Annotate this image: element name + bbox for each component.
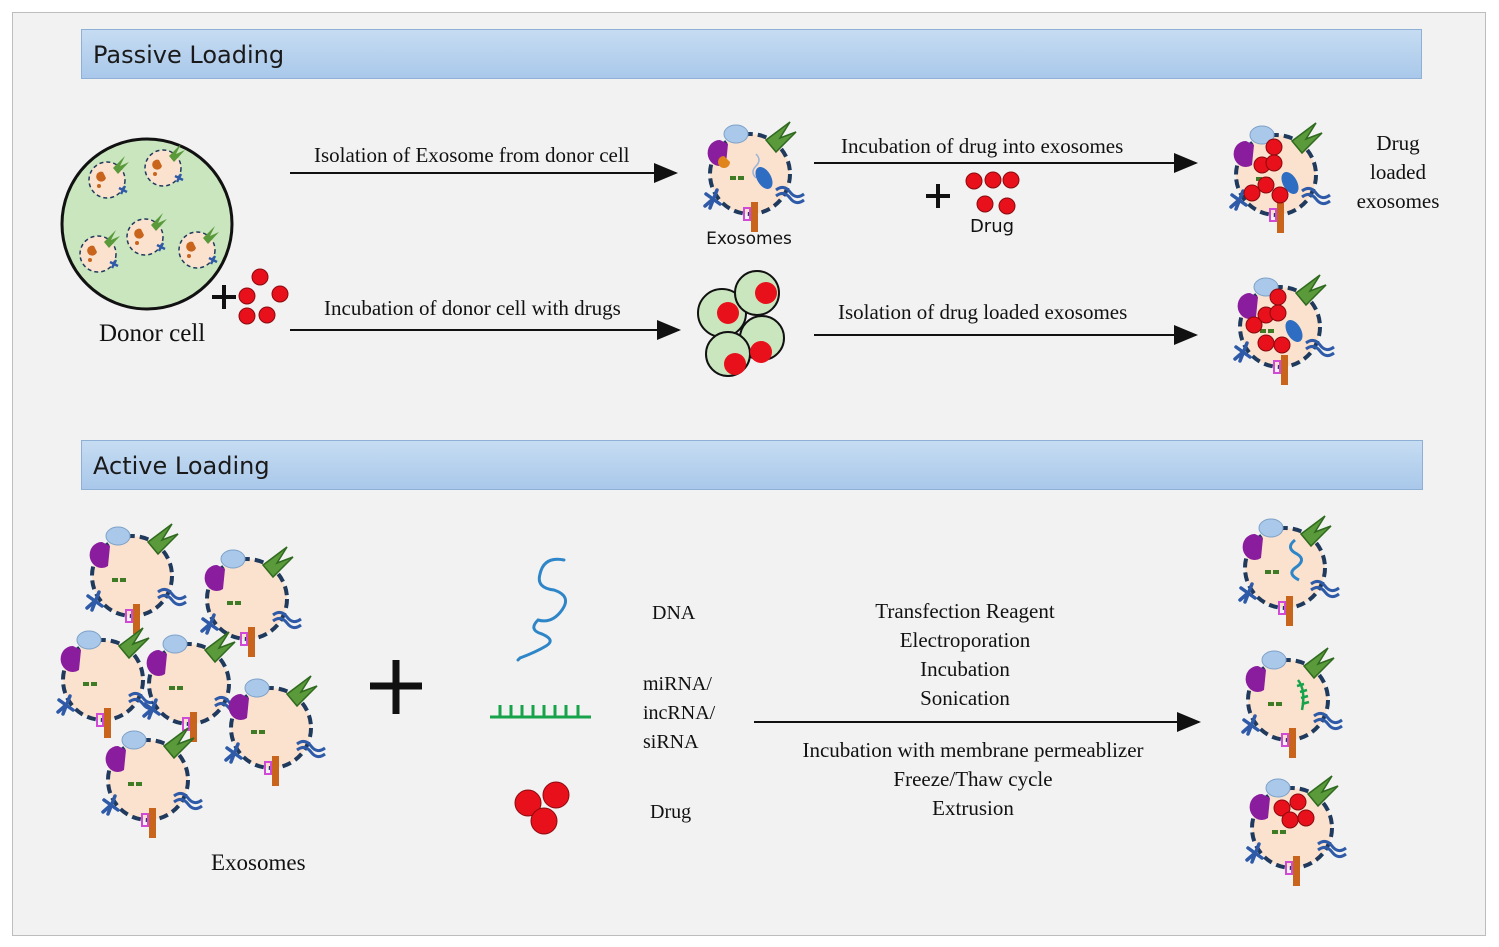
donor-cell-label: Donor cell — [99, 320, 206, 347]
result-label-line1: Drug — [1376, 131, 1420, 155]
rna-label-line2: incRNA/ — [643, 702, 716, 724]
step-incubation-donor-label: Incubation of donor cell with drugs — [324, 296, 621, 320]
exosome-drug-loaded-active — [1245, 774, 1348, 888]
drug-dots-passive — [965, 171, 1020, 215]
drug-icon — [514, 781, 570, 835]
exosome-rna-loaded — [1241, 646, 1344, 760]
method-transfection: Transfection Reagent — [875, 599, 1055, 623]
exosomes-label-passive: Exosomes — [706, 229, 792, 249]
big-plus-sign — [370, 660, 422, 714]
exosome-isolated — [703, 120, 806, 234]
donor-cells-with-drugs — [697, 270, 785, 377]
method-permeablizer: Incubation with membrane permeablizer — [802, 738, 1144, 762]
drug-cluster — [238, 268, 289, 325]
exosome-drug-loaded-2 — [1233, 273, 1336, 387]
rna-icon — [490, 705, 591, 719]
rna-label-line1: miRNA/ — [643, 673, 712, 695]
method-freeze-thaw: Freeze/Thaw cycle — [893, 767, 1053, 791]
step-incubation-drug-label: Incubation of drug into exosomes — [841, 134, 1124, 158]
step-isolation-loaded-label: Isolation of drug loaded exosomes — [838, 300, 1128, 324]
result-label-line3: exosomes — [1356, 189, 1440, 213]
plus-sign-drug — [926, 184, 950, 208]
method-sonication: Sonication — [920, 686, 1010, 710]
dna-icon — [516, 557, 568, 662]
exosome-dna-loaded — [1238, 514, 1341, 628]
exosomes-label-active: Exosomes — [211, 850, 306, 875]
exosome-group — [56, 522, 327, 840]
exosome-drug-loaded-1 — [1229, 121, 1332, 235]
rna-label-line3: siRNA — [643, 731, 699, 753]
drug-label-passive: Drug — [969, 216, 1015, 237]
result-label-line2: loaded — [1370, 160, 1426, 184]
method-extrusion: Extrusion — [932, 796, 1014, 820]
method-electroporation: Electroporation — [899, 628, 1031, 652]
section-header-active: Active Loading — [81, 440, 1423, 490]
plus-sign — [212, 285, 236, 309]
section-header-passive: Passive Loading — [81, 29, 1422, 79]
step-isolation-label: Isolation of Exosome from donor cell — [314, 143, 630, 167]
dna-label: DNA — [652, 602, 696, 624]
method-incubation: Incubation — [920, 657, 1010, 681]
drug-label-active: Drug — [650, 801, 692, 823]
donor-cell — [60, 137, 234, 311]
